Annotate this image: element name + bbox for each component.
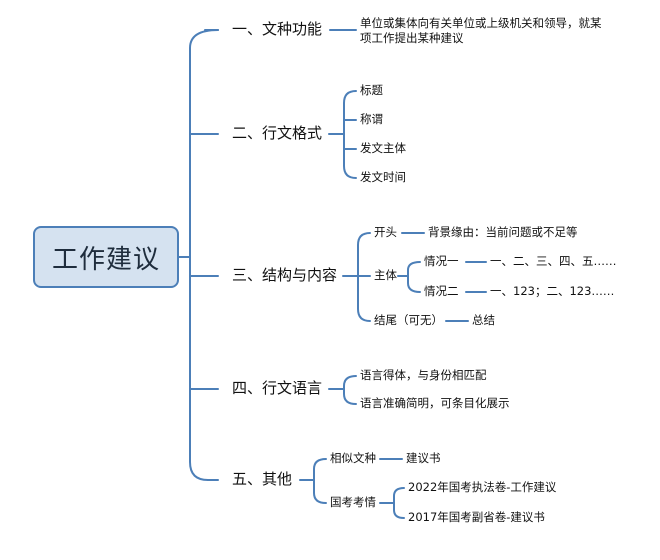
b3-case-2: 情况二: [424, 284, 459, 298]
branch-5-label: 五、其他: [232, 470, 293, 488]
b3-opening: 开头: [374, 225, 397, 239]
branch-1-label: 一、文种功能: [232, 20, 323, 38]
b3-case-1: 情况一: [424, 254, 459, 268]
b2-item-issuer: 发文主体: [360, 141, 406, 155]
connector-b5-brace: [313, 458, 327, 504]
branch-4-label: 四、行文语言: [232, 379, 323, 397]
connector-zhuti-brace: [407, 261, 421, 293]
b2-item-date: 发文时间: [360, 170, 406, 184]
b3-case-2-detail: 一、123；二、123……: [490, 284, 615, 298]
connector-trunk: [189, 29, 219, 481]
connector-guokao-brace: [393, 487, 405, 519]
root-node: 工作建议: [33, 226, 179, 288]
root-label: 工作建议: [51, 244, 160, 275]
b5-exam-item-2: 2017年国考副省卷-建议书: [408, 510, 545, 524]
b2-item-title: 标题: [360, 83, 383, 97]
b3-case-1-detail: 一、二、三、四、五……: [490, 254, 617, 268]
b4-item-1: 语言得体，与身份相匹配: [360, 368, 487, 382]
branch-3-label: 三、结构与内容: [232, 266, 338, 284]
b5-exam: 国考考情: [330, 495, 376, 509]
branch-2-label: 二、行文格式: [232, 124, 323, 142]
b3-opening-detail: 背景缘由：当前问题或不足等: [428, 225, 578, 239]
connector-b2-brace: [343, 90, 357, 179]
b5-exam-item-1: 2022年国考执法卷-工作建议: [408, 480, 557, 494]
b4-item-2: 语言准确简明，可条目化展示: [360, 396, 510, 410]
b5-similar: 相似文种: [330, 451, 376, 465]
b5-similar-detail: 建议书: [406, 451, 441, 465]
b3-ending-detail: 总结: [472, 313, 495, 327]
b1-description: 单位或集体向有关单位或上级机关和领导，就某项工作提出某种建议: [360, 16, 602, 45]
b3-body: 主体: [374, 268, 397, 282]
b3-ending: 结尾（可无）: [374, 313, 443, 327]
connector-b4-brace: [343, 375, 357, 405]
b2-item-salutation: 称谓: [360, 112, 383, 126]
